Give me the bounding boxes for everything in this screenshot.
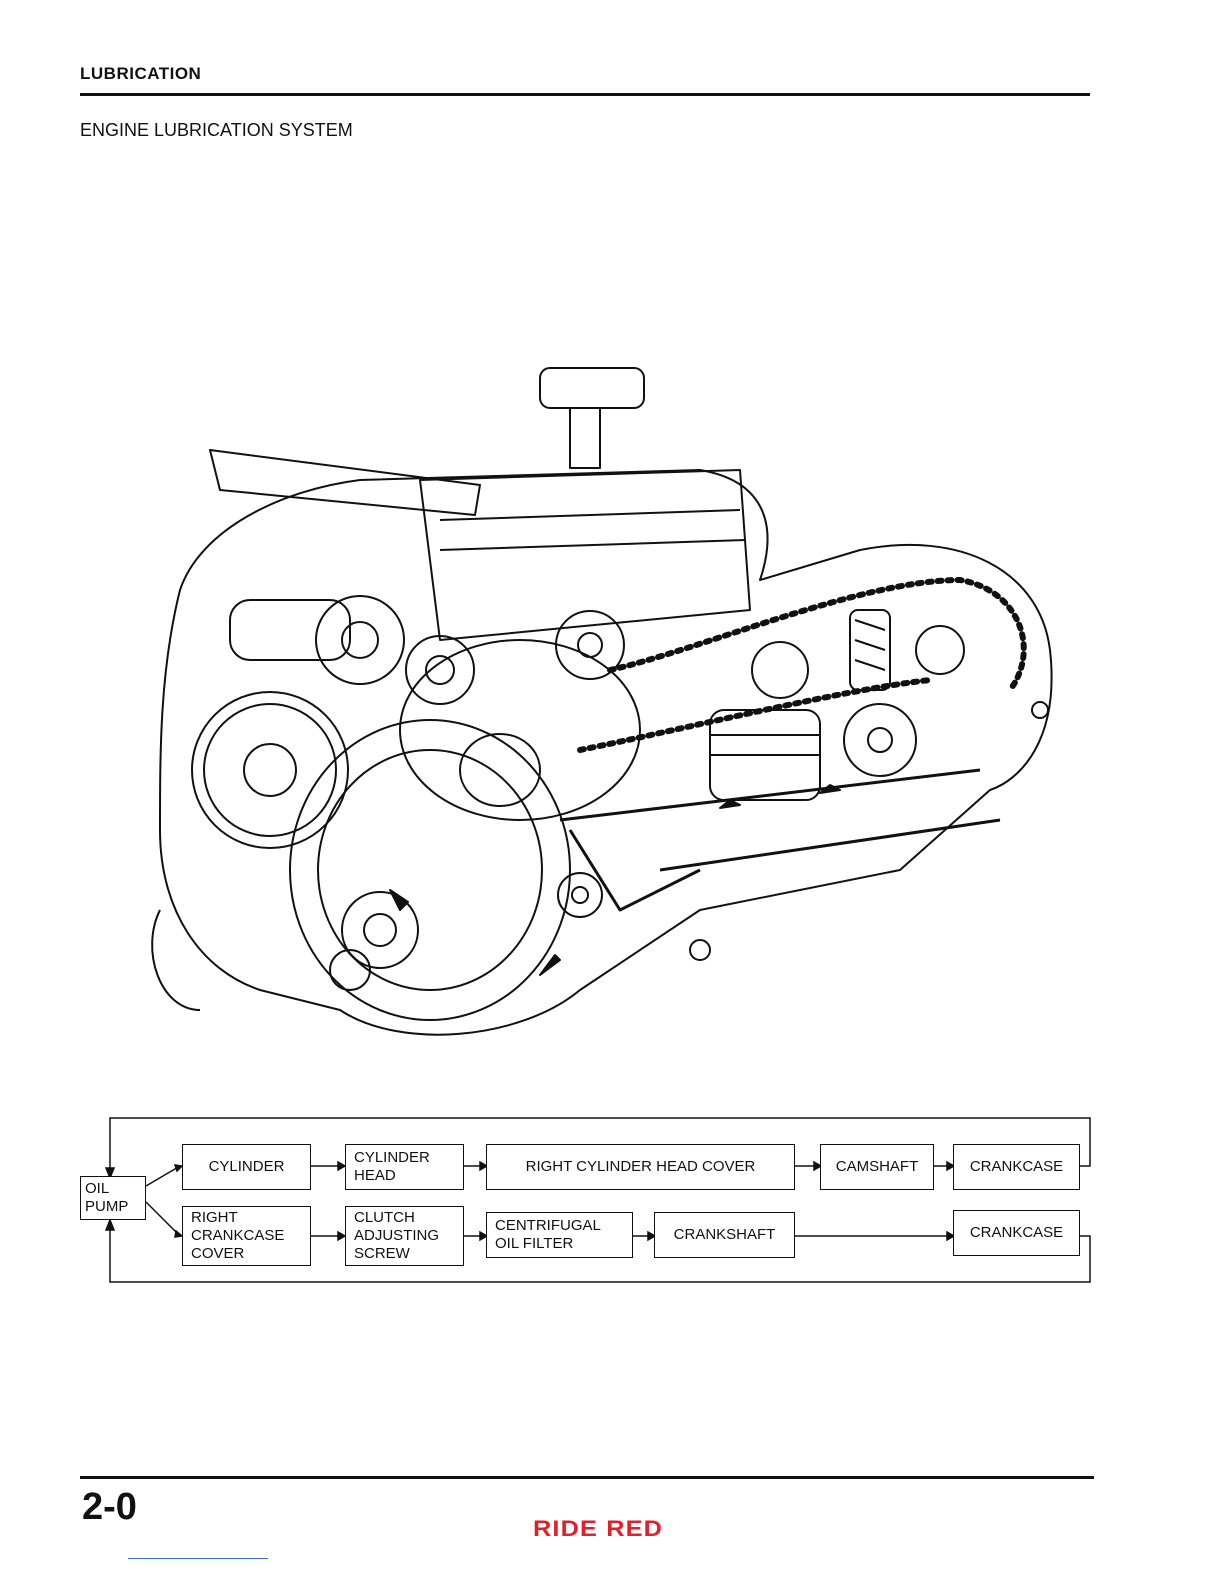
flow-box-clutch-adjusting-screw: CLUTCH ADJUSTING SCREW <box>345 1206 464 1266</box>
footer-brand: RIDE RED <box>533 1516 663 1542</box>
engine-lubrication-illustration <box>140 350 1080 1070</box>
page-number: 2-0 <box>82 1486 137 1529</box>
flow-box-crankcase-upper: CRANKCASE <box>953 1144 1080 1190</box>
flow-box-cylinder-head: CYLINDER HEAD <box>345 1144 464 1190</box>
flow-box-crankshaft: CRANKSHAFT <box>654 1212 795 1258</box>
header-rule <box>80 93 1090 96</box>
flow-box-camshaft: CAMSHAFT <box>820 1144 934 1190</box>
flow-box-cylinder: CYLINDER <box>182 1144 311 1190</box>
flow-box-oil-pump: OIL PUMP <box>80 1176 146 1220</box>
flow-box-centrifugal-oil-filter: CENTRIFUGAL OIL FILTER <box>486 1212 633 1258</box>
footer-rule <box>80 1476 1094 1479</box>
flow-box-right-cylinder-head-cover: RIGHT CYLINDER HEAD COVER <box>486 1144 795 1190</box>
flow-box-crankcase-lower: CRANKCASE <box>953 1210 1080 1256</box>
page-subtitle: ENGINE LUBRICATION SYSTEM <box>80 120 353 141</box>
footer-link-underline[interactable] <box>128 1558 268 1559</box>
flow-box-right-crankcase-cover: RIGHT CRANKCASE COVER <box>182 1206 311 1266</box>
section-title: LUBRICATION <box>80 64 201 84</box>
